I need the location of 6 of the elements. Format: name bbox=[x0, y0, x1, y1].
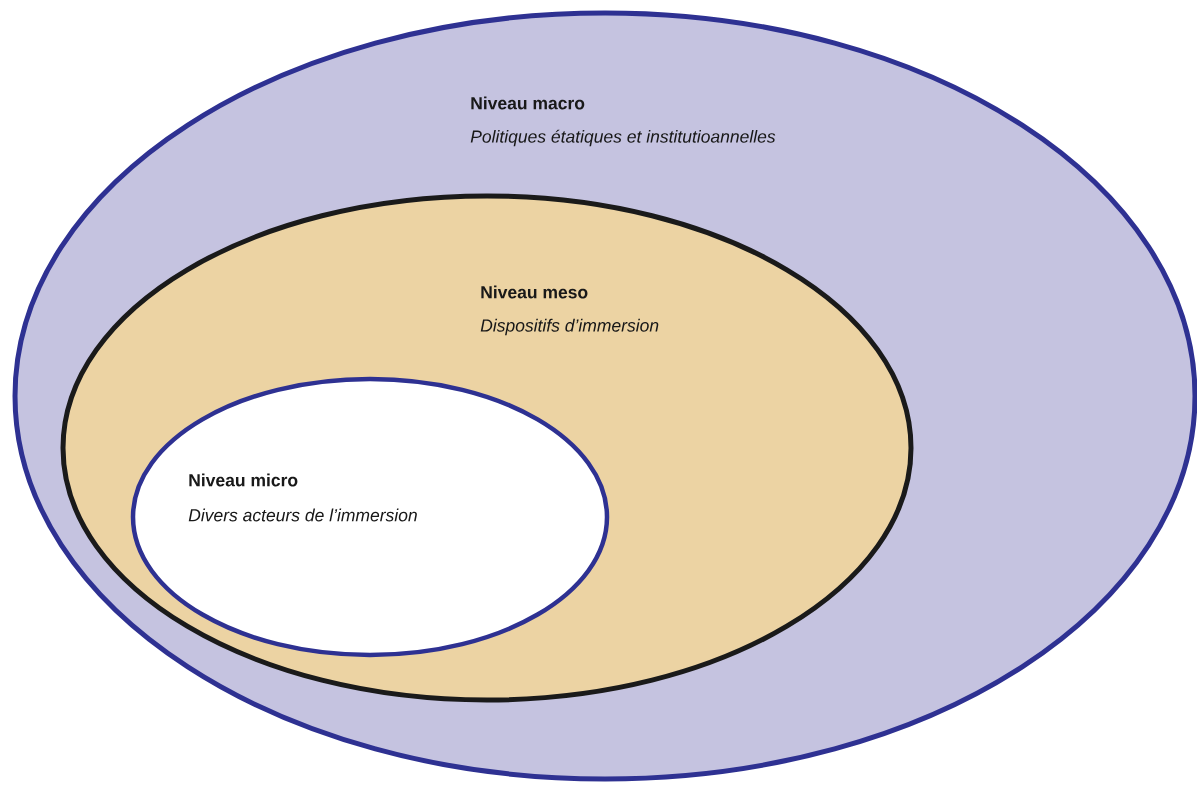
level-heading: Niveau macro bbox=[471, 96, 585, 110]
level-heading: Niveau micro bbox=[189, 473, 298, 487]
level-heading: Niveau meso bbox=[481, 285, 588, 299]
level-description: Divers acteurs de l’immersion bbox=[188, 508, 417, 522]
level-description: Politiques étatiques et institutioannelles bbox=[470, 129, 776, 147]
level-description: Dispositifs d’immersion bbox=[480, 318, 659, 336]
